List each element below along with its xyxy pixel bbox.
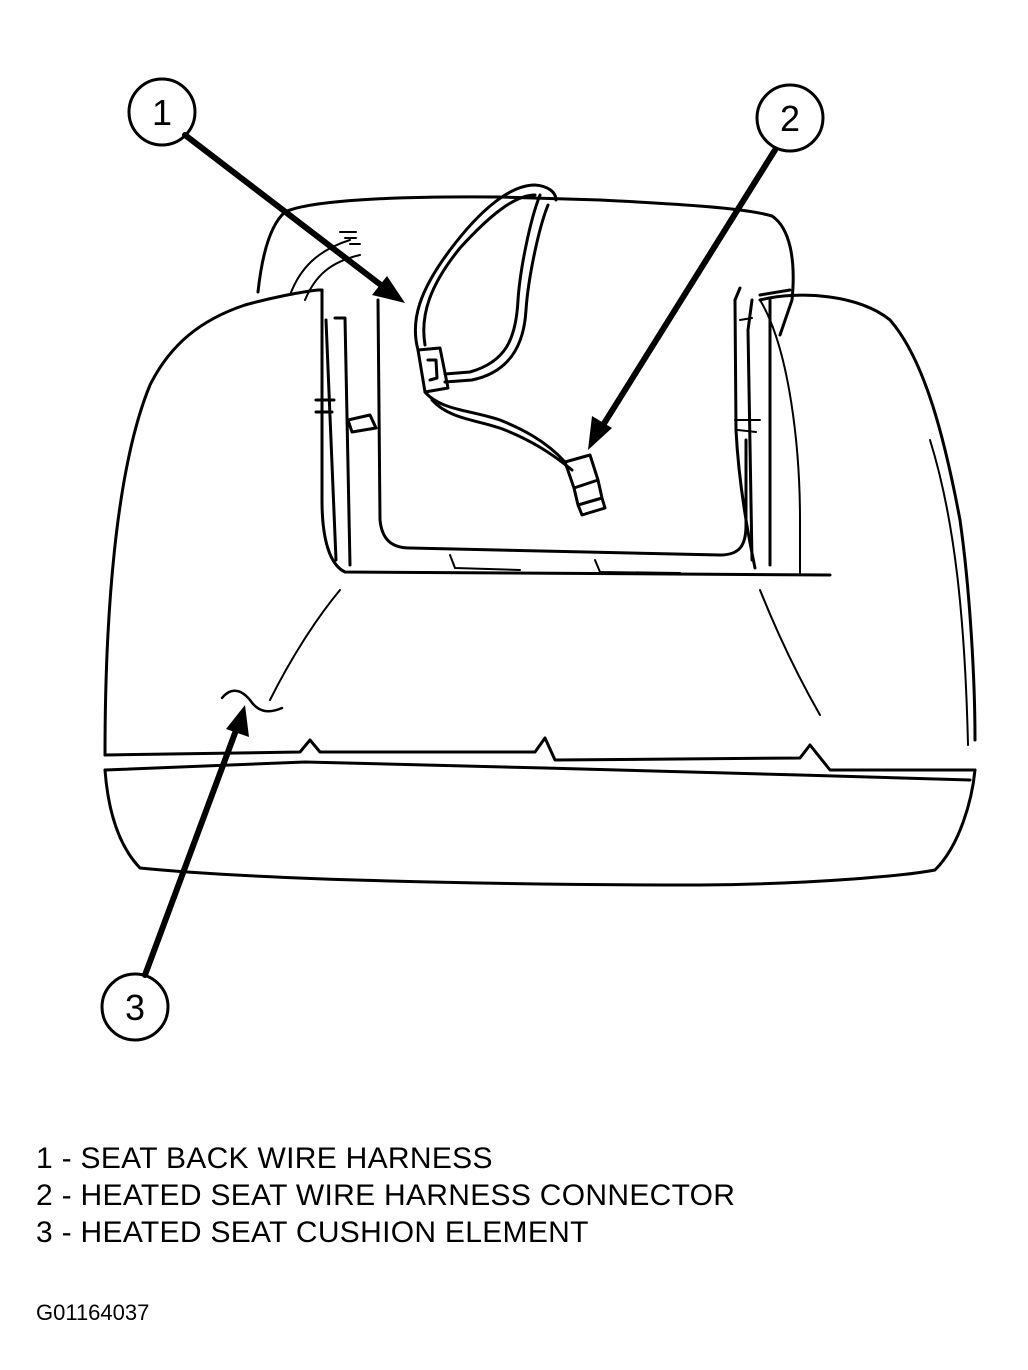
callout-3-number: 3 — [125, 987, 145, 1028]
callout-1-arrowhead — [372, 276, 405, 303]
right-clip — [734, 317, 761, 433]
front-seam-left — [269, 589, 341, 701]
callout-2-circle — [755, 83, 825, 153]
callout-2-number: 2 — [780, 98, 800, 139]
right-bolster-edge — [759, 299, 801, 576]
front-seam-right — [759, 589, 821, 716]
legend-item-2: 2 - HEATED SEAT WIRE HARNESS CONNECTOR — [36, 1179, 736, 1212]
callout-3-leader — [142, 722, 241, 978]
callout-legend: 1 - SEAT BACK WIRE HARNESS 2 - HEATED SE… — [36, 1140, 735, 1251]
cushion-right-outline-2 — [929, 439, 969, 746]
callout-2-arrowhead — [588, 416, 612, 450]
center-panel — [376, 298, 748, 557]
callout-1-leader — [182, 132, 393, 295]
harness-connector — [563, 453, 607, 517]
right-bolster-channel — [733, 286, 792, 570]
cushion-top-outline — [103, 288, 324, 757]
legend-item-1: 1 - SEAT BACK WIRE HARNESS — [36, 1142, 493, 1175]
legend-item-3: 3 - HEATED SEAT CUSHION ELEMENT — [36, 1216, 589, 1249]
seat-back-frame-inner — [289, 239, 361, 301]
left-clip — [314, 398, 378, 434]
seat-back-wire-harness-2 — [443, 193, 550, 384]
seat-back-left-rib — [339, 231, 361, 245]
callout-1-number: 1 — [152, 92, 172, 133]
center-panel-trim — [449, 554, 681, 574]
seat-back-frame — [256, 195, 795, 337]
callout-3-circle — [100, 972, 170, 1042]
callout-3-arrowhead — [226, 705, 249, 737]
heating-element-symbol — [220, 689, 284, 713]
callout-2-leader — [597, 147, 778, 433]
seat-cushion-diagram: 1 2 3 — [100, 77, 977, 1042]
cushion-front-lip-lower — [103, 760, 972, 782]
heated-harness-wire — [423, 390, 574, 472]
cushion-front-lip — [103, 736, 977, 772]
cushion-right-outline — [758, 293, 977, 742]
seat-back-wire-harness — [413, 183, 558, 352]
harness-clip — [416, 346, 450, 394]
callout-1-circle — [127, 77, 197, 147]
figure-id: G01164037 — [36, 1300, 150, 1325]
cushion-bottom-outline — [103, 768, 977, 887]
left-bolster-channel — [320, 288, 832, 577]
